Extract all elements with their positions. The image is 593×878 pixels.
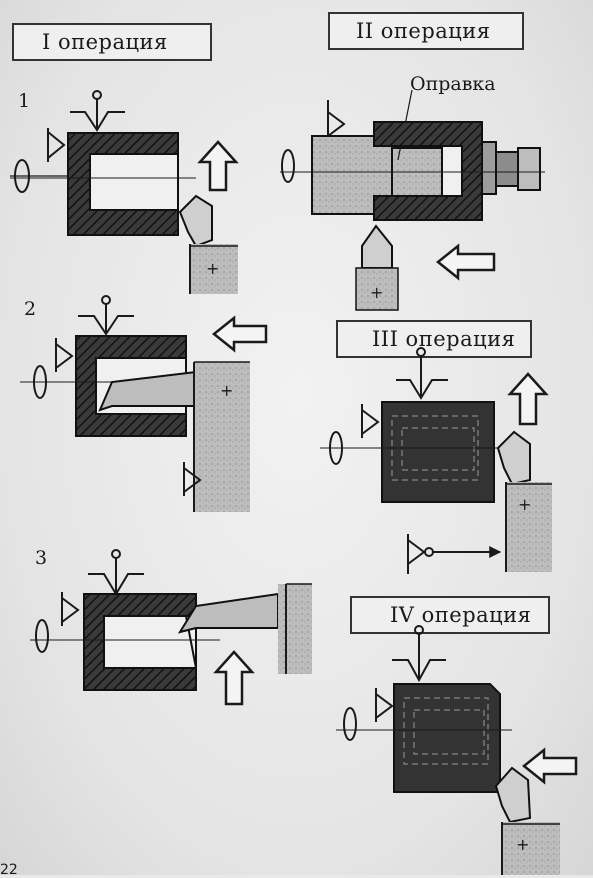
operation-1-label: I операция: [12, 23, 212, 61]
workpiece-bore: [89, 153, 179, 211]
tool-holder: [355, 267, 399, 311]
rotation-arrow-icon: [35, 619, 49, 653]
tool-holder: [502, 822, 560, 875]
clamp-force-icon: [392, 625, 446, 683]
tool-holder: [506, 482, 552, 572]
datum-support-icon: [375, 688, 394, 722]
datum-support-icon: [55, 338, 74, 372]
clamp-force-icon: [396, 347, 448, 400]
datum-support-icon: [47, 128, 66, 162]
clamp-force-icon: [88, 549, 144, 596]
datum-support-icon: [327, 100, 346, 138]
datum-support-icon: [61, 592, 80, 626]
op4-sketch: +: [336, 625, 578, 875]
datum-support-icon: [183, 462, 202, 496]
svg-text:+: +: [220, 381, 233, 400]
feed-arrow-up-icon: [197, 140, 239, 192]
workpiece-bore: [103, 615, 197, 669]
operation-2-label: II операция: [328, 12, 524, 50]
op1-step3-sketch: [30, 549, 312, 706]
feed-arrow-left-icon: [435, 243, 496, 281]
op1-step1-sketch: +: [10, 90, 239, 294]
tool-holder: [190, 244, 238, 294]
cutting-tool: [361, 224, 393, 269]
mandrel-label: Оправка: [410, 73, 496, 95]
operation-3-label: III операция: [336, 320, 532, 358]
gauge-line: [407, 534, 507, 574]
clamp-force-icon: [70, 90, 125, 132]
cutting-tool: [494, 766, 532, 824]
feed-arrow-left-icon: [211, 315, 268, 353]
page-corner-mark: 22: [0, 862, 18, 878]
rotation-arrow-icon: [10, 159, 70, 193]
workpiece: [393, 683, 501, 793]
rotation-arrow-icon: [343, 707, 357, 741]
op3-sketch: +: [320, 347, 552, 574]
feed-arrow-up-icon: [213, 650, 255, 706]
workpiece: [381, 401, 495, 503]
step-1-number: 1: [18, 90, 31, 112]
datum-support-icon: [361, 404, 380, 438]
feed-arrow-left-icon: [521, 747, 578, 785]
svg-text:+: +: [516, 835, 529, 854]
rotation-arrow-icon: [281, 149, 295, 183]
operation-4-label: IV операция: [350, 596, 550, 634]
op2-sketch: +: [280, 89, 545, 311]
step-3-number: 3: [35, 547, 48, 569]
svg-text:+: +: [518, 495, 531, 514]
svg-text:+: +: [206, 259, 219, 278]
step-2-number: 2: [24, 298, 37, 320]
tool-holder: [278, 584, 312, 674]
tool-holder: [194, 362, 250, 512]
cutting-tool: [178, 194, 213, 248]
cutting-tool: [496, 430, 531, 486]
feed-arrow-up-icon: [507, 372, 549, 426]
svg-text:+: +: [370, 283, 383, 302]
op1-step2-sketch: +: [20, 295, 268, 512]
clamp-force-icon: [78, 295, 134, 336]
